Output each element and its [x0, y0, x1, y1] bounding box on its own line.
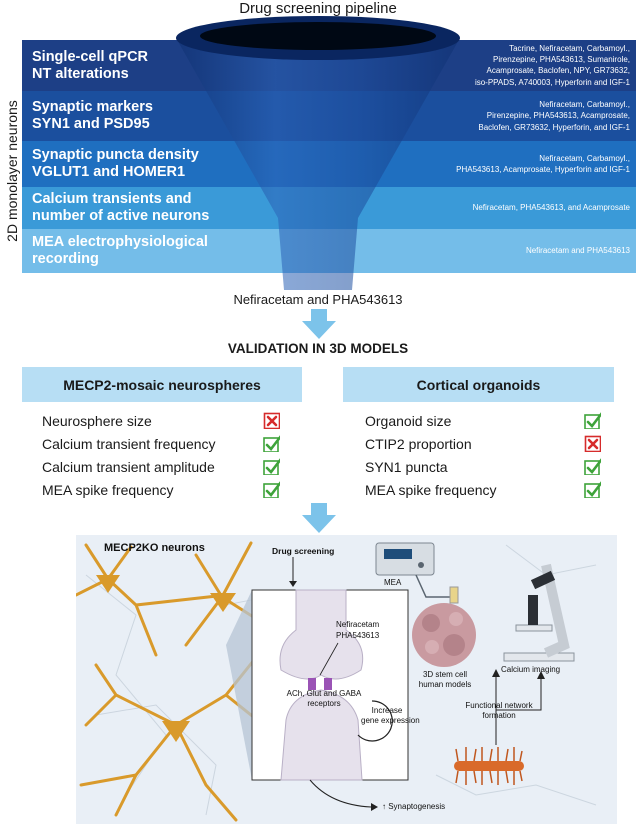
- network-neuron-icon: [454, 747, 524, 785]
- organoid-icon: [412, 603, 476, 667]
- neuron-body-3: [162, 721, 190, 742]
- stage-drug-line: Baclofen, GR73632, Hyperforin, and IGF-1: [478, 122, 630, 132]
- stage-title-line: Calcium transients and: [32, 191, 192, 207]
- expression-line-2: gene expression: [361, 716, 420, 725]
- stage-title-line: Synaptic puncta density: [32, 147, 199, 163]
- receptors-label: ACh, Glut and GABA receptors: [286, 689, 362, 709]
- funnel-cone: [176, 38, 460, 290]
- zoom-wedge: [226, 590, 252, 780]
- funnel-graphic: [22, 16, 636, 290]
- stage-title-line: Single-cell qPCR: [32, 48, 149, 65]
- check-icon: [263, 458, 280, 475]
- stem-cell-line-2: human models: [418, 680, 472, 689]
- stage-drugs-3: Nefiracetam, Carbamoyl.,PHA543613, Acamp…: [456, 153, 630, 176]
- check-icon: [263, 435, 280, 452]
- network-formation-label: Functional network formation: [454, 701, 544, 721]
- illustration-graphic: [76, 541, 597, 822]
- neuron-bodies: [96, 575, 236, 742]
- stage-drug-line: PHA543613, Acamprosate, Hyperforin and I…: [456, 164, 630, 174]
- panel-header-1: MECP2-mosaic neurospheres: [22, 367, 302, 402]
- stage-drug-line: Nefiracetam, Carbamoyl.,: [539, 153, 630, 163]
- drug-name-2: PHA543613: [336, 631, 380, 640]
- funnel-opening: [200, 22, 436, 50]
- stage-drugs-1: Tacrine, Nefiracetam, Carbamoyl., Pirenze…: [475, 43, 630, 88]
- stage-drugs-5: Nefiracetam and PHA543613: [526, 245, 630, 256]
- check-icon: [263, 481, 280, 498]
- stage-drug-line: Nefiracetam and PHA543613: [525, 246, 630, 256]
- microscope-icon: [503, 563, 575, 662]
- result-label: MEA spike frequency: [42, 482, 174, 498]
- check-icon: [584, 458, 601, 475]
- result-label: Calcium transient amplitude: [42, 459, 215, 475]
- drug-names: Nefiracetam PHA543613: [336, 619, 379, 641]
- network-line-2: formation: [482, 711, 516, 720]
- receptors-line-2: receptors: [307, 699, 341, 708]
- stage-title-line: number of active neurons: [32, 208, 210, 224]
- mechanism-illustration: MECP2KO neurons Drug screening Nefiracet…: [76, 535, 617, 824]
- down-arrow-2: [302, 503, 336, 533]
- gene-expression-label: Increase gene expression: [361, 706, 420, 726]
- side-label-2d-neurons: 2D monolayer neurons: [4, 100, 20, 242]
- stage-drugs-2: Nefiracetam, Carbamoyl.,Pirenzepine, PHA…: [478, 99, 630, 133]
- neuron-body-1: [96, 575, 120, 593]
- presynaptic-terminal: [279, 589, 364, 680]
- stage-drug-line: Acamprosate, Baclofen, NPY, GR73632,: [486, 66, 631, 76]
- stage-drug-line: iso-PPADS, A740003, Hyperforin and IGF-1: [474, 77, 630, 87]
- neuron-body-2: [210, 593, 236, 612]
- stage-drug-line: Nefiracetam, Carbamoyl.,: [539, 100, 630, 110]
- cross-icon: [263, 412, 280, 429]
- stem-cell-label: 3D stem cell human models: [411, 670, 479, 690]
- receptor-icon-2: [324, 678, 332, 690]
- result-label: MEA spike frequency: [365, 482, 497, 498]
- calcium-imaging-label: Calcium imaging: [501, 665, 561, 674]
- receptors-line-1: ACh, Glut and GABA: [286, 689, 362, 698]
- expression-line-1: Increase: [371, 706, 403, 715]
- synaptogenesis-arrow: [309, 779, 372, 808]
- stage-drug-line: Tacrine, Nefiracetam, Carbamoyl.,: [509, 43, 630, 53]
- mea-label: MEA: [384, 578, 402, 587]
- stage-drug-line: Pirenzepine, PHA543613, Sumanirole,: [493, 55, 630, 65]
- validation-title: VALIDATION IN 3D MODELS: [227, 341, 409, 356]
- stage-drug-line: Nefiracetam, PHA543613, and Acamprosate: [472, 203, 630, 213]
- network-arrow-right: [496, 677, 542, 711]
- pipeline-result: Nefiracetam and PHA543613: [233, 292, 403, 307]
- stage-title-line: NT alterations: [32, 65, 129, 82]
- expression-arc: [357, 700, 393, 742]
- stage-drugs-4: Nefiracetam, PHA543613, and Acamprosate: [473, 202, 630, 213]
- check-icon: [584, 412, 601, 429]
- drug-screening-label: Drug screening: [272, 546, 335, 556]
- result-label: SYN1 puncta: [365, 459, 448, 475]
- stage-title-line: Synaptic markers: [32, 99, 153, 115]
- stage-title-line: VGLUT1 and HOMER1: [32, 164, 186, 180]
- drug-name-1: Nefiracetam: [336, 620, 380, 629]
- result-label: Calcium transient frequency: [42, 436, 216, 452]
- down-arrow-1: [302, 309, 336, 339]
- stem-cell-line-1: 3D stem cell: [422, 670, 467, 679]
- stage-title-line: MEA electrophysiological: [32, 234, 208, 250]
- panel-header-2: Cortical organoids: [343, 367, 614, 402]
- result-label: Organoid size: [365, 413, 452, 429]
- network-line-1: Functional network: [465, 701, 533, 710]
- stage-title-line: SYN1 and PSD95: [32, 116, 150, 132]
- check-icon: [584, 481, 601, 498]
- postsynaptic-terminal: [280, 689, 363, 781]
- pipeline-title: Drug screening pipeline: [239, 0, 397, 17]
- stage-title-line: recording: [32, 251, 99, 267]
- synaptogenesis-label: ↑ Synaptogenesis: [382, 802, 446, 811]
- neurons-label: MECP2KO neurons: [104, 542, 205, 554]
- stage-drug-line: Pirenzepine, PHA543613, Acamprosate,: [486, 111, 630, 121]
- result-label: Neurosphere size: [42, 413, 152, 429]
- cross-icon: [584, 435, 601, 452]
- receptor-icon-1: [308, 678, 316, 690]
- result-label: CTIP2 proportion: [365, 436, 472, 452]
